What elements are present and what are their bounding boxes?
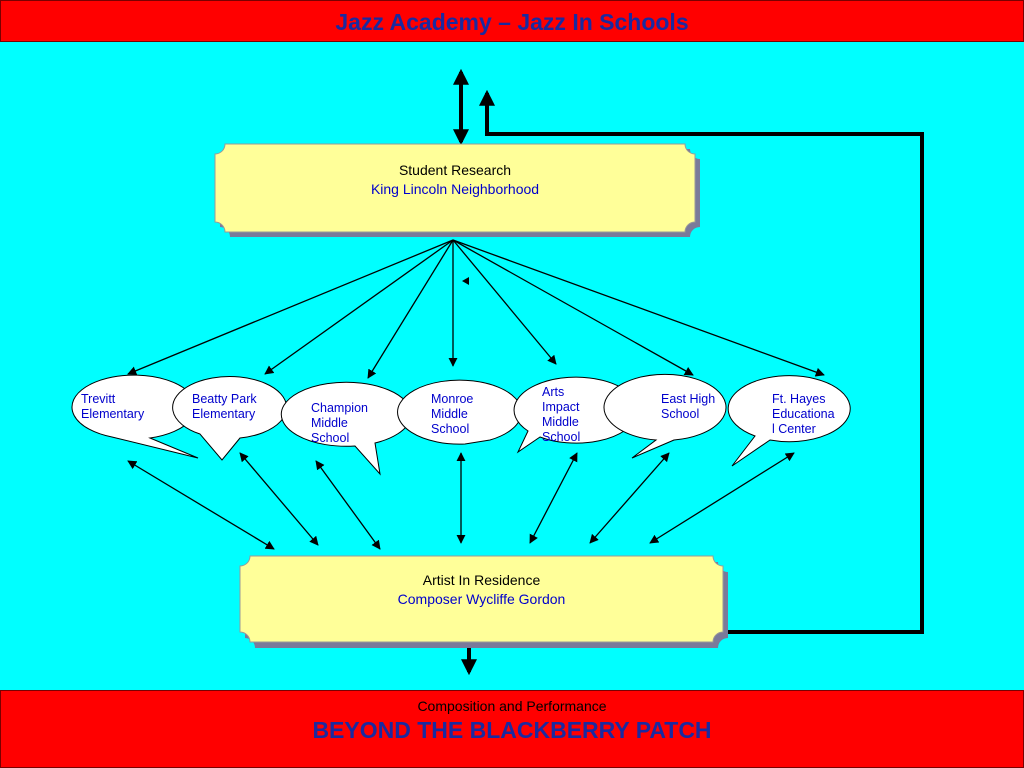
student-research-subtitle: King Lincoln Neighborhood [370,181,540,197]
arrow-arts-artist [529,452,578,544]
footer-banner: Composition and Performance BEYOND THE B… [0,690,1024,768]
research-to-school-arrows [127,239,825,379]
arrow-easthigh-artist [589,452,670,544]
school-label-champion: Champion Middle School [311,401,368,445]
school-label-arts: Arts Impact Middle School [542,385,581,444]
school-label-fthayes: Ft. Hayes Educationa l Center [772,392,835,436]
footer-subtitle: Composition and Performance [417,698,607,714]
header-banner: Jazz Academy – Jazz In Schools [0,0,1024,42]
arrow-trevitt-artist [127,460,275,550]
arrow-champion-artist [315,460,381,550]
arrow-research-beatty [264,239,454,375]
school-label-easthigh: East High School [661,392,716,421]
arrow-research-easthigh [452,239,694,376]
artist-title: Artist In Residence [422,572,541,588]
arrow-research-champion [367,239,454,379]
feedback-loop-arrow [479,89,924,634]
school-bubbles [71,373,851,476]
arrow-beatty-artist [239,452,319,546]
arrow-research-arts [452,239,557,365]
artist-box [239,555,724,643]
student-research-title: Student Research [398,162,512,178]
footer-title: BEYOND THE BLACKBERRY PATCH [312,717,712,743]
bubble-beatty [172,376,288,461]
school-label-monroe: Monroe Middle School [431,392,474,436]
bubble-fthayes [727,375,851,467]
artist-subtitle: Composer Wycliffe Gordon [397,591,566,607]
school-label-trevitt: Trevitt Elementary [81,392,145,421]
arrow-research-trevitt [127,239,454,376]
bubble-arts [513,376,639,454]
student-research-label: Student Research King Lincoln Neighborho… [215,161,695,199]
bubble-easthigh [603,373,727,459]
arrow-fthayes-artist [649,452,795,544]
stray-arrowhead [462,277,469,285]
artist-label: Artist In Residence Composer Wycliffe Go… [240,571,723,609]
school-to-artist-arrows [127,452,795,550]
school-label-beatty: Beatty Park Elementary [192,392,257,421]
student-research-box [214,143,696,233]
arrow-research-fthayes [452,239,825,377]
header-title: Jazz Academy – Jazz In Schools [335,9,689,35]
